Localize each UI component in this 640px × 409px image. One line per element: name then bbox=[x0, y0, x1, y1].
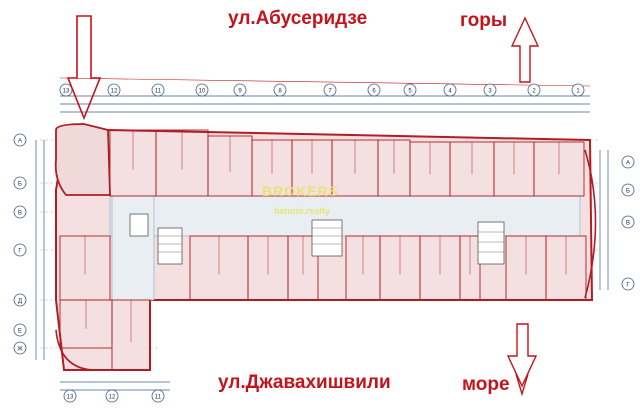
axis-right-2-label: В bbox=[626, 221, 630, 227]
axis-left-2-circle bbox=[13, 205, 27, 219]
axis-left-6-label: Ж bbox=[17, 347, 23, 353]
axis-top-1-label: 1 bbox=[576, 89, 580, 95]
axis-top-12-label: 12 bbox=[111, 89, 118, 95]
axis-top-11-label: 11 bbox=[155, 89, 162, 95]
axis-top-3-circle bbox=[483, 83, 497, 97]
left-axis-markers: А Б В Г Д Е Ж bbox=[13, 133, 27, 355]
axis-right-3-label: Г bbox=[626, 283, 630, 289]
axis-bottom-13-circle bbox=[63, 389, 77, 403]
down-arrow-icon bbox=[66, 15, 102, 121]
axis-bottom-12-label: 12 bbox=[109, 395, 116, 401]
axis-top-8-circle bbox=[273, 83, 287, 97]
axis-top-9-circle bbox=[233, 83, 247, 97]
axis-bottom-11-label: 11 bbox=[155, 395, 162, 401]
axis-left-3-label: Г bbox=[18, 249, 22, 255]
axis-right-0-circle bbox=[621, 155, 635, 169]
axis-top-5-circle bbox=[403, 83, 417, 97]
bottom-axis-markers: 13 12 11 bbox=[63, 389, 165, 403]
axis-top-2-circle bbox=[527, 83, 541, 97]
bottom-dimension-lines bbox=[60, 381, 170, 391]
axis-right-3-circle bbox=[621, 277, 635, 291]
axis-right-2-circle bbox=[621, 215, 635, 229]
axis-top-9-label: 9 bbox=[238, 89, 242, 95]
apartment-blocks bbox=[59, 129, 587, 371]
axis-top-6-label: 6 bbox=[372, 89, 376, 95]
watermark-sub: batumi.realty bbox=[274, 206, 331, 216]
axis-top-4-circle bbox=[443, 83, 457, 97]
axis-right-1-circle bbox=[621, 183, 635, 197]
top-axis-markers: 13 12 11 10 9 8 7 6 5 4 3 2 1 bbox=[59, 83, 585, 97]
axis-top-4-label: 4 bbox=[448, 89, 452, 95]
axis-bottom-12-circle bbox=[105, 389, 119, 403]
down-arrow-icon bbox=[506, 323, 538, 388]
axis-right-1-label: Б bbox=[626, 189, 630, 195]
axis-top-13-label: 13 bbox=[63, 89, 70, 95]
axis-left-2-label: В bbox=[18, 211, 22, 217]
axis-left-0-label: А bbox=[18, 139, 22, 145]
axis-left-6-circle bbox=[13, 341, 27, 355]
axis-top-11-circle bbox=[151, 83, 165, 97]
axis-top-8-label: 8 bbox=[278, 89, 282, 95]
axis-bottom-13-label: 13 bbox=[67, 395, 74, 401]
axis-top-10-label: 10 bbox=[199, 89, 206, 95]
axis-left-5-circle bbox=[13, 323, 27, 337]
axis-left-1-label: Б bbox=[18, 182, 22, 188]
axis-left-4-label: Д bbox=[18, 299, 22, 305]
street-label-top: ул.Абусеридзе bbox=[228, 8, 368, 29]
stair-cores bbox=[129, 213, 505, 265]
axis-top-10-circle bbox=[195, 83, 209, 97]
direction-label-mountains: горы bbox=[460, 10, 508, 31]
axis-top-2-label: 2 bbox=[532, 89, 536, 95]
axis-left-1-circle bbox=[13, 176, 27, 190]
axis-top-1-circle bbox=[571, 83, 585, 97]
street-label-bottom: ул.Джавахишвили bbox=[218, 372, 391, 393]
right-axis-markers: А Б В Г bbox=[621, 155, 635, 291]
direction-label-sea: море bbox=[462, 374, 510, 395]
axis-bottom-11-circle bbox=[151, 389, 165, 403]
axis-top-12-circle bbox=[107, 83, 121, 97]
axis-top-3-label: 3 bbox=[488, 89, 492, 95]
left-dimension-lines bbox=[35, 140, 609, 360]
axis-left-3-circle bbox=[13, 243, 27, 257]
axis-left-5-label: Е bbox=[18, 329, 22, 335]
watermark-main: BROKERS bbox=[262, 183, 340, 199]
stair-hatching bbox=[158, 227, 504, 253]
axis-top-6-circle bbox=[367, 83, 381, 97]
down-arrow-icon bbox=[515, 373, 529, 397]
axis-right-0-label: А bbox=[626, 161, 630, 167]
axis-top-5-label: 5 bbox=[408, 89, 412, 95]
axis-left-4-circle bbox=[13, 293, 27, 307]
top-dimension-lines bbox=[59, 77, 591, 113]
up-arrow-icon bbox=[510, 16, 540, 83]
axis-left-0-circle bbox=[13, 133, 27, 147]
axis-top-7-circle bbox=[323, 83, 337, 97]
axis-top-7-label: 7 bbox=[328, 89, 332, 95]
